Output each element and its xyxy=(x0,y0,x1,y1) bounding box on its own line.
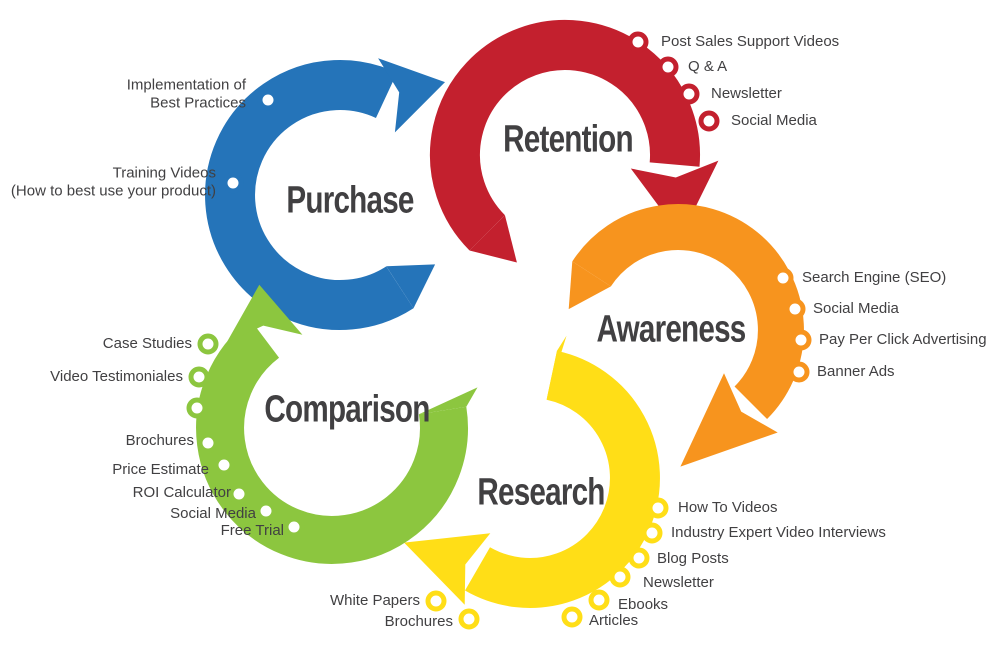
stage-label-research: Research xyxy=(477,471,605,514)
label-case-studies: Case Studies xyxy=(102,334,192,352)
label-implementation-of-best-practices: Implementation of Best Practices xyxy=(126,76,246,112)
stage-label-awareness: Awareness xyxy=(596,308,747,351)
purchase-bullet-0 xyxy=(257,89,279,111)
awareness-bullet-1 xyxy=(784,298,806,320)
label-comparison-social-media: Social Media xyxy=(170,504,256,522)
research-bullet-4 xyxy=(588,589,610,611)
awareness-arc xyxy=(572,204,804,420)
research-bullet-6 xyxy=(425,590,447,612)
label-industry-expert-video-interviews: Industry Expert Video Interviews xyxy=(671,523,886,541)
purchase-tail xyxy=(386,264,436,309)
label-articles: Articles xyxy=(589,611,639,629)
label-q-and-a: Q & A xyxy=(688,57,728,75)
label-free-trial: Free Trial xyxy=(220,521,284,539)
research-bullet-2 xyxy=(628,547,650,569)
comparison-bullet-7 xyxy=(283,516,305,538)
purchase-bullet-1 xyxy=(222,172,244,194)
research-bullet-1 xyxy=(641,522,663,544)
label-price-estimate: Price Estimate xyxy=(112,460,209,478)
arrow-comparison xyxy=(186,284,478,564)
arrow-research xyxy=(404,335,669,630)
retention-arrowhead xyxy=(630,160,719,237)
comparison-bullet-0 xyxy=(197,333,219,355)
research-bullet-7 xyxy=(458,608,480,630)
comparison-bullet-1 xyxy=(188,366,210,388)
stage-label-purchase: Purchase xyxy=(286,179,414,222)
label-research-newsletter: Newsletter xyxy=(643,573,714,591)
awareness-bullet-3 xyxy=(788,361,810,383)
research-tail xyxy=(546,335,567,400)
label-white-papers: White Papers xyxy=(329,591,420,609)
retention-bullet-2 xyxy=(678,83,700,105)
comparison-bullet-6 xyxy=(255,500,277,522)
label-awareness-social-media: Social Media xyxy=(813,299,899,317)
comparison-bullet-3 xyxy=(197,432,219,454)
awareness-tail xyxy=(568,261,611,310)
label-video-testimoniales: Video Testimoniales xyxy=(50,367,183,385)
purchase-arrowhead xyxy=(378,58,445,133)
label-banner-ads: Banner Ads xyxy=(817,362,895,380)
research-arc xyxy=(465,350,660,608)
label-search-engine-seo: Search Engine (SEO) xyxy=(802,268,947,286)
label-ebooks: Ebooks xyxy=(618,595,669,613)
research-bullet-3 xyxy=(609,566,631,588)
awareness-bullet-0 xyxy=(772,267,794,289)
retention-bullet-1 xyxy=(657,56,679,78)
label-retention-social-media: Social Media xyxy=(731,111,817,129)
label-post-sales-support-videos: Post Sales Support Videos xyxy=(661,32,840,50)
label-comparison-brochures: Brochures xyxy=(125,431,194,449)
arrow-purchase xyxy=(205,58,445,330)
arrow-retention xyxy=(429,20,720,263)
awareness-bullet-2 xyxy=(790,329,812,351)
arrow-awareness xyxy=(568,204,812,467)
comparison-bullet-4 xyxy=(213,454,235,476)
retention-bullet-3 xyxy=(698,110,720,132)
label-blog-posts: Blog Posts xyxy=(657,549,729,567)
stage-label-retention: Retention xyxy=(503,118,633,161)
research-arrowhead xyxy=(404,533,491,605)
retention-tail xyxy=(469,215,517,263)
retention-arc xyxy=(429,20,701,251)
comparison-bullet-5 xyxy=(228,483,250,505)
label-how-to-videos: How To Videos xyxy=(678,498,778,516)
awareness-arrowhead xyxy=(680,373,778,467)
purchase-arc xyxy=(205,60,414,330)
label-retention-newsletter: Newsletter xyxy=(711,84,782,102)
label-research-brochures: Brochures xyxy=(384,612,453,630)
label-pay-per-click-advertising: Pay Per Click Advertising xyxy=(819,330,987,348)
label-training-videos: Training Videos (How to best use your pr… xyxy=(10,164,216,200)
retention-bullet-0 xyxy=(627,31,649,53)
label-roi-calculator: ROI Calculator xyxy=(132,483,231,501)
comparison-bullet-2 xyxy=(186,397,208,419)
stage-label-comparison: Comparison xyxy=(264,388,430,431)
research-bullet-5 xyxy=(561,606,583,628)
comparison-arrowhead xyxy=(226,284,303,343)
comparison-tail xyxy=(418,387,478,415)
research-bullet-0 xyxy=(647,497,669,519)
